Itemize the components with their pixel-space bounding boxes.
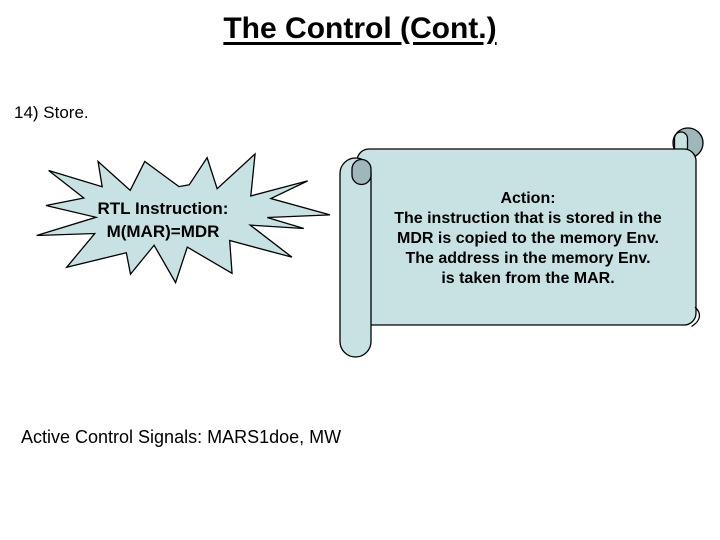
- scroll-left-roll-curl: [351, 158, 372, 186]
- scroll-caption-line: Action:: [500, 190, 556, 207]
- scroll-caption-line: The instruction that is stored in the: [394, 210, 662, 227]
- scroll-caption-line: is taken from the MAR.: [441, 270, 615, 287]
- scroll-bottom-right-flick: [691, 306, 701, 328]
- scroll-caption-line: MDR is copied to the memory Env.: [397, 230, 659, 247]
- scroll-left-roll: [339, 157, 372, 358]
- starburst-shape: [37, 154, 330, 283]
- scroll-shape: [339, 127, 704, 358]
- starburst-caption: RTL Instruction: M(MAR)=MDR: [60, 197, 266, 243]
- starburst-caption-line: M(MAR)=MDR: [106, 222, 220, 241]
- scroll-caption-line: The address in the memory Env.: [405, 250, 651, 267]
- scroll-caption: Action: The instruction that is stored i…: [367, 189, 689, 289]
- starburst-caption-line: RTL Instruction:: [97, 199, 229, 218]
- slide-title: The Control (Cont.): [223, 12, 497, 45]
- active-control-signals-label: Active Control Signals: MARS1doe, MW: [21, 427, 342, 447]
- step-label: 14) Store.: [14, 103, 89, 122]
